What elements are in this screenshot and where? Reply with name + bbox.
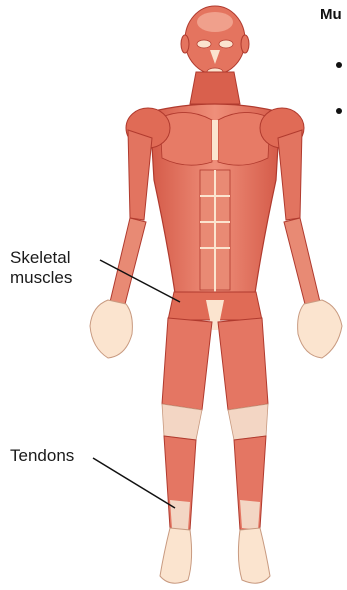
- right-leg: [218, 318, 268, 530]
- tendons-leader: [93, 458, 175, 508]
- head: [181, 6, 249, 76]
- skeletal-label-line1: Skeletal: [10, 248, 72, 268]
- bullet-2: [336, 108, 342, 114]
- neck: [190, 72, 240, 104]
- right-arm: [278, 130, 320, 308]
- figure-title: Mu: [320, 6, 342, 23]
- bullet-1: [336, 62, 342, 68]
- right-hand: [298, 300, 342, 358]
- tendons-label: Tendons: [10, 446, 74, 466]
- right-foot: [238, 528, 270, 583]
- left-leg: [162, 318, 212, 530]
- left-foot: [160, 528, 192, 583]
- left-hand: [90, 300, 132, 358]
- left-arm: [110, 130, 152, 308]
- skeletal-label-line2: muscles: [10, 268, 72, 288]
- skeletal-muscles-label: Skeletal muscles: [10, 248, 72, 288]
